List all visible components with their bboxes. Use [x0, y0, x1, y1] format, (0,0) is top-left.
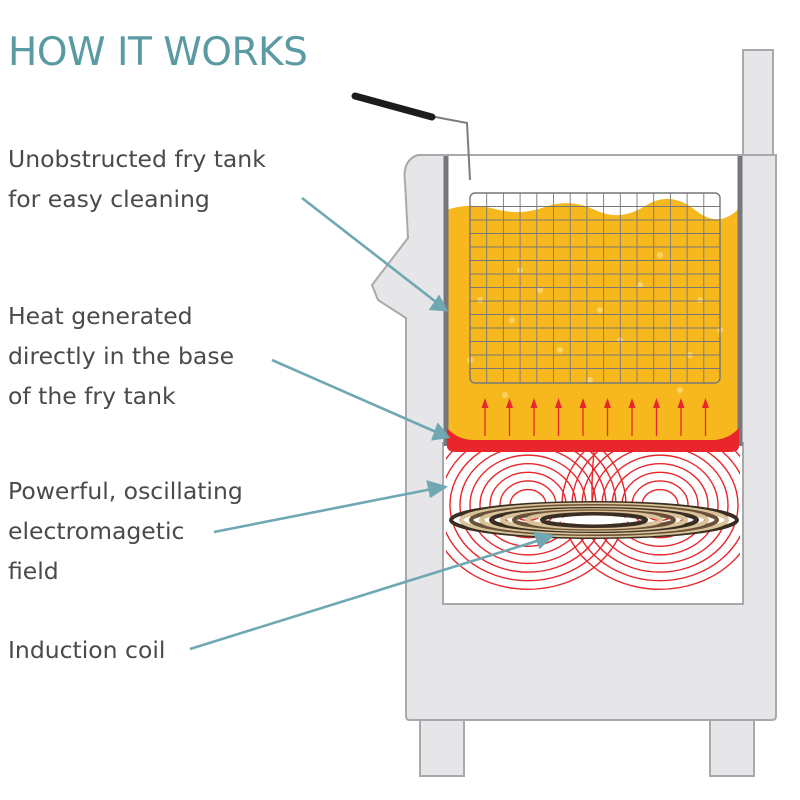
right-leg	[709, 715, 755, 777]
basket-handle	[351, 92, 471, 181]
field-label-line: electromagetic	[8, 517, 185, 545]
left-leg	[419, 715, 465, 777]
oil-bubble	[697, 297, 703, 303]
pointer-fry-tank	[301, 196, 437, 304]
oil-bubble	[637, 282, 643, 288]
heat-arrowhead	[628, 398, 636, 408]
heat-label: Heat generated directly in the base of t…	[8, 296, 234, 416]
heat-arrowhead	[555, 398, 562, 408]
fry-basket	[469, 192, 721, 384]
oil-bubble	[509, 317, 515, 323]
oil-bubble	[677, 387, 683, 393]
coil-label-line: Induction coil	[8, 636, 166, 664]
page-title: HOW IT WORKS	[8, 30, 308, 75]
heat-label-line: Heat generated	[8, 302, 193, 330]
heat-label-line: of the fry tank	[8, 382, 176, 410]
heat-arrowhead	[506, 398, 513, 408]
oil-bubble	[557, 347, 563, 353]
coil-center	[558, 515, 630, 525]
heat-arrowhead	[653, 398, 660, 408]
coil-label: Induction coil	[8, 630, 165, 670]
oil-bubble	[597, 307, 603, 313]
heat-arrowhead	[579, 398, 587, 408]
frying-oil	[446, 198, 740, 440]
pointer-arrowhead	[533, 531, 555, 550]
pointer-arrowhead	[426, 480, 449, 499]
heat-arrowhead	[604, 398, 611, 408]
fry-tank-label: Unobstructed fry tank for easy cleaning	[8, 139, 266, 219]
heat-arrowhead	[702, 398, 709, 408]
oil-bubble	[587, 377, 593, 383]
field-label: Powerful, oscillating electromagetic fie…	[8, 471, 243, 591]
field-label-line: field	[8, 557, 59, 585]
oil-bubble	[502, 392, 508, 398]
pointer-coil	[189, 538, 541, 651]
pointer-heat	[271, 358, 437, 434]
oil-bubble	[537, 287, 543, 293]
oil-bubble	[477, 297, 483, 303]
heat-label-line: directly in the base	[8, 342, 235, 370]
heat-arrows	[481, 398, 709, 531]
fry-tank-label-line: Unobstructed fry tank	[8, 145, 266, 173]
heated-tank-base	[447, 428, 739, 452]
induction-coil	[449, 501, 739, 539]
callout-pointers	[189, 196, 555, 651]
pointer-field	[213, 487, 433, 534]
basket-frame	[469, 192, 721, 384]
heat-arrowhead	[530, 398, 538, 408]
oil-bubble	[657, 252, 663, 258]
coil-winding	[540, 512, 648, 528]
heat-arrowhead	[677, 398, 685, 408]
handle-grip	[351, 92, 436, 121]
fry-tank-label-line: for easy cleaning	[8, 185, 210, 213]
pointer-arrowhead	[431, 422, 451, 441]
field-label-line: Powerful, oscillating	[8, 477, 243, 505]
heat-arrowhead	[481, 398, 489, 408]
pointer-arrowhead	[428, 294, 449, 312]
